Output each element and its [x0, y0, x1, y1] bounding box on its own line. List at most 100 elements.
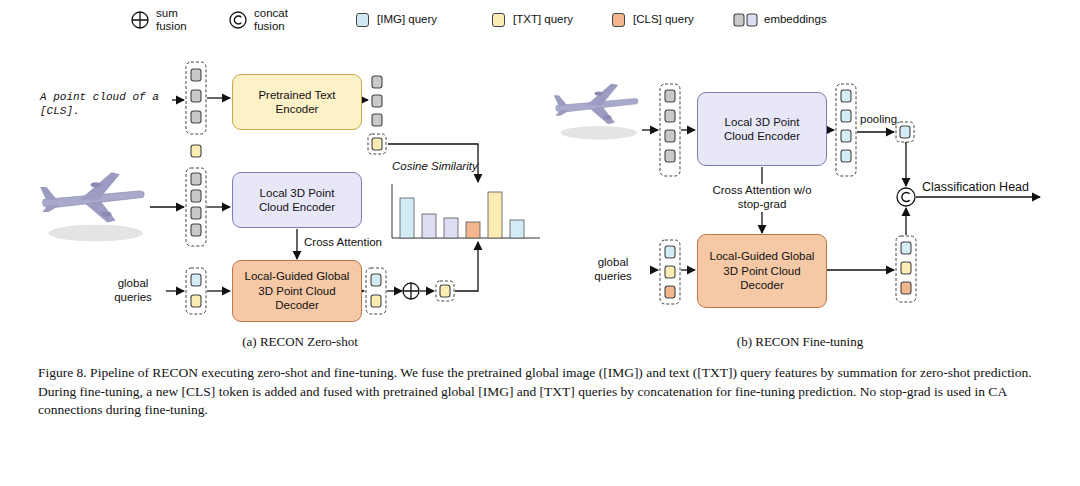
token-square — [191, 111, 201, 123]
plane-tail — [554, 95, 568, 106]
token-group — [836, 84, 856, 176]
arrow-line — [905, 208, 906, 235]
legend-item: [TXT] query — [492, 6, 573, 34]
chart-axis — [392, 184, 540, 238]
arrow-line — [207, 206, 230, 207]
figure-caption: Figure 8. Pipeline of RECON executing ze… — [38, 364, 1044, 420]
plane-engine — [101, 212, 112, 217]
plane-wing — [590, 107, 615, 124]
sum-symbol-cross — [132, 12, 148, 28]
edge-label: Cross Attention — [302, 236, 384, 250]
text-encoder-box: Pretrained Text Encoder — [232, 74, 362, 130]
arrow-line — [362, 99, 368, 100]
token-square — [372, 76, 382, 88]
token-square — [191, 224, 201, 236]
annotation-label: A point cloud of a [CLS]. — [40, 91, 170, 119]
edge-label: Cross Attention w/o stop-grad — [701, 184, 823, 212]
encoder-box: Local 3D Point Cloud Encoder — [232, 172, 362, 228]
plane-engine — [91, 182, 102, 187]
concat-symbol-mark — [902, 193, 910, 202]
similarity-bar — [488, 192, 502, 238]
arrow-line — [207, 97, 230, 98]
token-square — [191, 90, 201, 102]
panel-caption: (a) RECON Zero-shot — [242, 334, 358, 350]
token-group — [186, 268, 206, 314]
legend-swatch — [356, 13, 369, 27]
legend-item: [IMG] query — [356, 6, 437, 34]
arrow-line — [827, 269, 894, 270]
arrow-line — [857, 131, 894, 132]
token-group — [186, 168, 206, 246]
arrow-line — [172, 99, 184, 100]
token-group — [896, 122, 914, 142]
token-group — [366, 268, 386, 314]
concat-symbol — [897, 188, 915, 206]
box-label: Local 3D Point Cloud Encoder — [243, 186, 351, 215]
token-square — [191, 207, 201, 219]
legend-item: sum fusion — [130, 6, 198, 34]
token-group — [896, 236, 916, 302]
arrow-line — [905, 143, 906, 186]
token-square — [665, 150, 675, 162]
token-square — [191, 295, 201, 307]
sum-symbol — [132, 12, 148, 28]
token-square — [665, 246, 675, 258]
arrow-line — [362, 290, 364, 291]
arrow-line — [681, 269, 695, 270]
decoder-box: Local-Guided Global 3D Point Cloud Decod… — [697, 234, 827, 308]
sum-symbol-cross — [403, 283, 419, 299]
token-square — [841, 130, 851, 142]
concat-symbol — [230, 12, 246, 28]
token-square — [901, 242, 911, 254]
arrow-line — [420, 290, 434, 291]
token-group — [660, 84, 680, 176]
similarity-bar — [444, 218, 458, 238]
airplane-illustration — [40, 172, 144, 241]
similarity-bar — [510, 220, 524, 238]
token-group — [368, 134, 386, 154]
token-square — [191, 69, 201, 81]
token-group — [436, 281, 454, 301]
legend-item: [CLS] query — [612, 6, 694, 34]
legend-item: concat fusion — [228, 6, 302, 34]
annotation-label: pooling — [860, 113, 910, 127]
token-square — [841, 110, 851, 122]
plane-tail — [40, 187, 57, 201]
legend-text: [IMG] query — [377, 13, 437, 26]
token-square — [372, 138, 382, 150]
token-square — [747, 14, 757, 26]
token-square — [901, 282, 911, 294]
box-label: Local 3D Point Cloud Encoder — [708, 115, 816, 144]
legend-text: [TXT] query — [513, 13, 573, 26]
plane-shadow — [49, 225, 144, 242]
token-square — [371, 295, 381, 307]
arrow-line — [681, 129, 695, 130]
plane-engine — [595, 91, 604, 95]
legend-text: embeddings — [764, 13, 827, 26]
token-square — [901, 262, 911, 274]
legend-text: sum fusion — [156, 7, 198, 33]
arrow-line — [150, 206, 184, 207]
arrow-line — [387, 290, 402, 291]
plane-wing — [586, 83, 618, 105]
similarity-bar — [422, 214, 436, 238]
token-square — [440, 285, 450, 297]
arrow-line — [650, 269, 658, 270]
token-square — [372, 95, 382, 107]
similarity-bar — [400, 198, 414, 238]
token-square — [372, 114, 382, 126]
legend-sample — [228, 9, 250, 31]
plane-wing — [85, 202, 115, 223]
concat-symbol-mark — [234, 16, 241, 24]
token-square — [734, 14, 744, 26]
token-square — [191, 190, 201, 202]
legend-swatch — [492, 13, 505, 27]
plane-shadow — [561, 126, 638, 140]
token-square — [665, 110, 675, 122]
legend-sample — [130, 9, 152, 31]
token-square — [665, 286, 675, 298]
token-square — [371, 274, 381, 286]
token-group — [660, 240, 680, 304]
legend-sample — [732, 9, 760, 31]
token-square — [191, 145, 201, 157]
